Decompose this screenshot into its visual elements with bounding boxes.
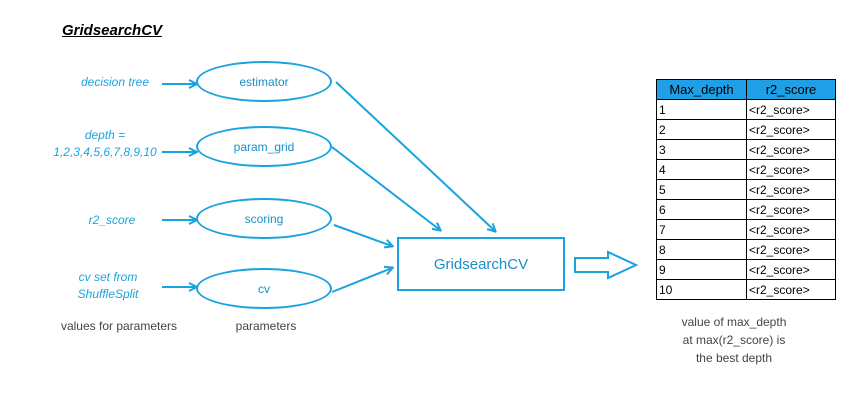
param-param-grid: param_grid <box>196 126 332 167</box>
input-cv-line1: cv set from <box>78 270 138 284</box>
caption-result: value of max_depth at max(r2_score) is t… <box>654 313 814 367</box>
table-row: 7<r2_score> <box>656 219 836 240</box>
arrow-param-grid-box <box>331 146 440 230</box>
depth-cell: 8 <box>656 239 747 260</box>
table-header-row: Max_depth r2_score <box>656 79 836 100</box>
table-row: 10<r2_score> <box>656 279 836 300</box>
table-row: 1<r2_score> <box>656 99 836 120</box>
arrow-cv-box <box>331 268 392 293</box>
caption-values: values for parameters <box>60 319 178 333</box>
score-cell: <r2_score> <box>746 199 836 220</box>
caption-result-line2: at max(r2_score) is <box>682 333 786 347</box>
input-cv-value: cv set from ShuffleSplit <box>55 269 161 303</box>
score-cell: <r2_score> <box>746 99 836 120</box>
param-estimator: estimator <box>196 61 332 102</box>
input-estimator-value: decision tree <box>80 75 150 89</box>
score-cell: <r2_score> <box>746 239 836 260</box>
results-table: Max_depth r2_score 1<r2_score> 2<r2_scor… <box>656 79 836 300</box>
score-cell: <r2_score> <box>746 179 836 200</box>
table-row: 9<r2_score> <box>656 259 836 280</box>
depth-cell: 4 <box>656 159 747 180</box>
score-cell: <r2_score> <box>746 139 836 160</box>
input-param-grid-line1: depth = <box>84 128 126 142</box>
caption-parameters: parameters <box>235 319 297 333</box>
diagram-title: GridsearchCV <box>62 22 163 39</box>
score-cell: <r2_score> <box>746 119 836 140</box>
depth-cell: 3 <box>656 139 747 160</box>
table-row: 6<r2_score> <box>656 199 836 220</box>
gridsearchcv-box: GridsearchCV <box>397 237 565 291</box>
arrow-estimator-box <box>335 81 495 231</box>
depth-cell: 1 <box>656 99 747 120</box>
table-row: 3<r2_score> <box>656 139 836 160</box>
block-arrow-icon <box>574 250 639 280</box>
input-param-grid-value: depth = 1,2,3,4,5,6,7,8,9,10 <box>40 127 170 161</box>
table-row: 2<r2_score> <box>656 119 836 140</box>
score-cell: <r2_score> <box>746 279 836 300</box>
score-cell: <r2_score> <box>746 159 836 180</box>
table-row: 8<r2_score> <box>656 239 836 260</box>
depth-cell: 2 <box>656 119 747 140</box>
column-header-max-depth: Max_depth <box>656 79 747 100</box>
arrow-scoring-box <box>333 224 392 246</box>
depth-cell: 9 <box>656 259 747 280</box>
score-cell: <r2_score> <box>746 219 836 240</box>
input-param-grid-line2: 1,2,3,4,5,6,7,8,9,10 <box>53 145 157 159</box>
caption-result-line1: value of max_depth <box>681 315 787 329</box>
score-cell: <r2_score> <box>746 259 836 280</box>
param-cv: cv <box>196 268 332 309</box>
depth-cell: 7 <box>656 219 747 240</box>
caption-result-line3: the best depth <box>695 351 773 365</box>
depth-cell: 6 <box>656 199 747 220</box>
table-row: 5<r2_score> <box>656 179 836 200</box>
input-scoring-value: r2_score <box>88 213 136 227</box>
column-header-r2-score: r2_score <box>746 79 836 100</box>
depth-cell: 5 <box>656 179 747 200</box>
param-scoring: scoring <box>196 198 332 239</box>
input-cv-line2: ShuffleSplit <box>77 287 139 301</box>
depth-cell: 10 <box>656 279 747 300</box>
table-row: 4<r2_score> <box>656 159 836 180</box>
